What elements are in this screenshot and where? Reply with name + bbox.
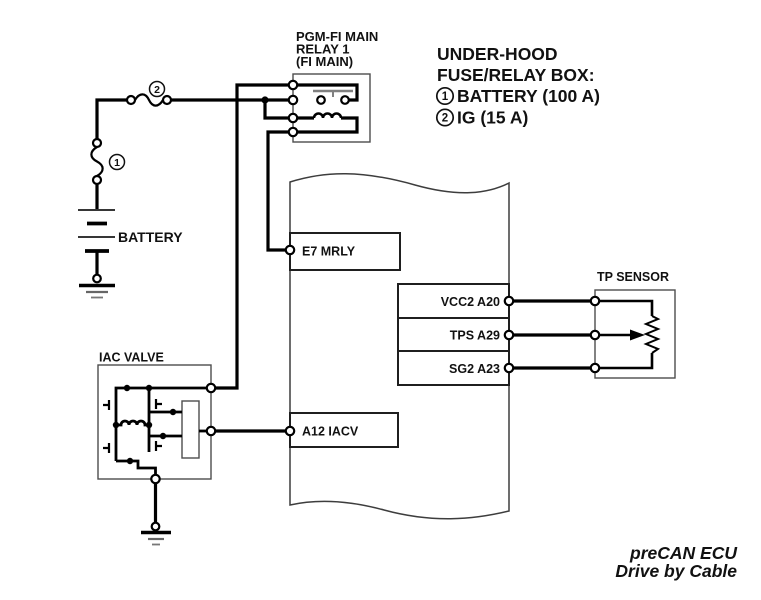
wire-fuse1-to-corner xyxy=(95,98,133,141)
iac-junction-dot-7 xyxy=(126,457,134,465)
fuse-2-element xyxy=(134,93,164,107)
relay-terminal-4 xyxy=(287,126,299,138)
pin-terminal-tps xyxy=(503,329,515,341)
tp-wiper-arrow xyxy=(630,329,645,341)
iac-junction-dot-4 xyxy=(145,421,153,429)
pin-box-vcc2 xyxy=(397,283,510,319)
relay-coil xyxy=(312,112,343,119)
fuse-2-number: 2 xyxy=(154,84,160,96)
relay-terminal-1 xyxy=(287,79,299,91)
fuse-1-symbol: 1 xyxy=(90,137,126,186)
legend-heading-line1: UNDER-HOOD xyxy=(437,44,558,64)
wires xyxy=(95,83,595,523)
wire-relay-coil-return xyxy=(293,116,359,134)
tp-sensor: TP SENSOR xyxy=(589,270,676,379)
legend-item1-number-circle xyxy=(435,86,455,106)
pin-terminal-vcc2 xyxy=(503,295,515,307)
iac-top-rail-left-leg xyxy=(114,386,211,461)
pin-terminal-a12 xyxy=(284,425,296,437)
iac-valve: IAC VALVE xyxy=(97,351,217,546)
tp-wire-bottom xyxy=(595,353,654,370)
iac-junction-dot-5 xyxy=(169,408,177,416)
relay-terminal-3 xyxy=(287,112,299,124)
ecu-pins: E7 MRLY A12 IACV VCC2 A20 TPS A29 SG2 A2… xyxy=(284,232,515,448)
fuse-box-legend: UNDER-HOOD FUSE/RELAY BOX: 1 BATTERY (10… xyxy=(435,44,600,128)
fuse-2-left-terminal xyxy=(125,94,137,106)
fuse-2-right-terminal xyxy=(161,94,173,106)
fuse-1-top-terminal xyxy=(91,137,103,149)
pin-box-a12 xyxy=(289,412,399,448)
iac-transistor-2 xyxy=(103,443,111,453)
fuse-1-element xyxy=(90,146,104,177)
legend-item2-number-circle xyxy=(435,108,455,127)
iac-driver-ic xyxy=(181,400,200,459)
wire-relay-contact-internal xyxy=(293,83,359,102)
iac-ground-connector xyxy=(150,521,161,532)
pin-label-vcc2: VCC2 A20 xyxy=(441,295,500,309)
fuse-1-number: 1 xyxy=(114,157,120,169)
pin-label-a12: A12 IACV xyxy=(302,425,359,439)
iac-coil xyxy=(116,419,149,427)
fuse-1-number-circle xyxy=(108,153,126,171)
iac-junction-dot-1 xyxy=(123,384,131,392)
wire-relay-coil-to-e7 xyxy=(266,130,293,252)
iac-transistor-4 xyxy=(154,441,162,451)
tp-terminal-tps xyxy=(589,329,601,341)
watermark-line2: Drive by Cable xyxy=(615,561,737,581)
iac-terminal-power xyxy=(205,382,217,394)
fuse-2-number-circle xyxy=(148,80,166,98)
relay-terminal-2 xyxy=(287,94,299,106)
pin-terminal-sg2 xyxy=(503,362,515,374)
battery-symbol: BATTERY xyxy=(78,209,183,299)
watermark-line1: preCAN ECU xyxy=(629,543,737,563)
iac-junction-dot-6 xyxy=(159,432,167,440)
pin-box-e7 xyxy=(289,232,401,271)
iac-junction-dot-2 xyxy=(145,384,153,392)
fuse-1-bottom-terminal xyxy=(91,174,103,186)
pin-label-tps: TPS A29 xyxy=(450,329,500,343)
iac-terminal-signal xyxy=(205,425,217,437)
pin-label-sg2: SG2 A23 xyxy=(449,362,500,376)
battery-label: BATTERY xyxy=(118,229,183,245)
relay-label-line3: (FI MAIN) xyxy=(296,54,353,69)
iac-valve-label: IAC VALVE xyxy=(99,351,164,365)
iac-bottom-rail xyxy=(116,459,157,479)
relay-label-line2: RELAY 1 xyxy=(296,42,349,57)
pgm-fi-main-relay: PGM-FI MAIN RELAY 1 (FI MAIN) xyxy=(287,29,378,143)
tp-terminal-sg2 xyxy=(589,362,601,374)
relay-contact-left xyxy=(316,95,326,105)
watermark: preCAN ECU Drive by Cable xyxy=(615,543,737,581)
battery-ground-connector xyxy=(92,273,102,284)
pin-box-sg2 xyxy=(397,350,510,386)
relay-box xyxy=(292,73,371,143)
legend-item2-label: IG (15 A) xyxy=(457,108,528,128)
tp-sensor-label: TP SENSOR xyxy=(597,270,669,284)
pin-label-e7: E7 MRLY xyxy=(302,245,356,259)
tp-resistor-zigzag xyxy=(643,315,661,354)
relay-contact-right xyxy=(340,95,350,105)
legend-item2-number: 2 xyxy=(442,113,448,125)
legend-item1-label: BATTERY (100 A) xyxy=(457,86,600,106)
iac-junction-dot-3 xyxy=(112,421,120,429)
iac-terminal-ground xyxy=(150,473,161,485)
tp-terminal-vcc2 xyxy=(589,295,601,307)
tp-wire-top xyxy=(595,299,654,316)
pin-terminal-e7 xyxy=(284,244,296,256)
relay-label-line1: PGM-FI MAIN xyxy=(296,29,378,44)
iac-transistor-3 xyxy=(154,399,162,409)
ig-line-junction-dot xyxy=(261,96,269,104)
legend-item1-number: 1 xyxy=(442,91,449,103)
legend-heading-line2: FUSE/RELAY BOX: xyxy=(437,65,595,85)
wire-relay-to-iac-valve xyxy=(211,83,293,390)
iac-transistor-1 xyxy=(103,400,111,410)
fuse-2-symbol: 2 xyxy=(125,80,173,107)
